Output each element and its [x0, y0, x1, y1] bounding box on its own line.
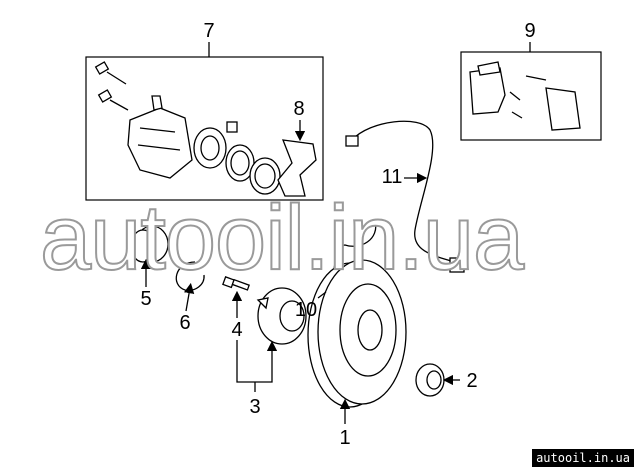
hub-nut: [415, 363, 445, 397]
wheel-hub: [256, 287, 307, 345]
callout-3: 3: [249, 396, 260, 418]
brake-rotor: [307, 259, 407, 408]
callout-4: 4: [231, 319, 242, 341]
callout-10: 10: [295, 299, 317, 321]
pads-group-box: [460, 51, 602, 141]
wheel-bearing: [130, 225, 169, 263]
caliper-assembly: [94, 61, 317, 197]
site-badge: autooil.in.ua: [532, 449, 634, 467]
caliper-group-box: [85, 56, 324, 201]
callout-5: 5: [140, 288, 151, 310]
callout-11: 11: [382, 166, 403, 188]
hub-bolt: [222, 276, 250, 291]
callout-8: 8: [293, 98, 304, 120]
callout-2: 2: [466, 370, 477, 392]
callout-7: 7: [203, 20, 214, 42]
brake-pads: [469, 61, 581, 131]
callout-9: 9: [524, 20, 535, 42]
callout-1: 1: [339, 427, 350, 449]
watermark: autooil.in.ua: [39, 187, 525, 289]
callout-6: 6: [179, 312, 190, 334]
